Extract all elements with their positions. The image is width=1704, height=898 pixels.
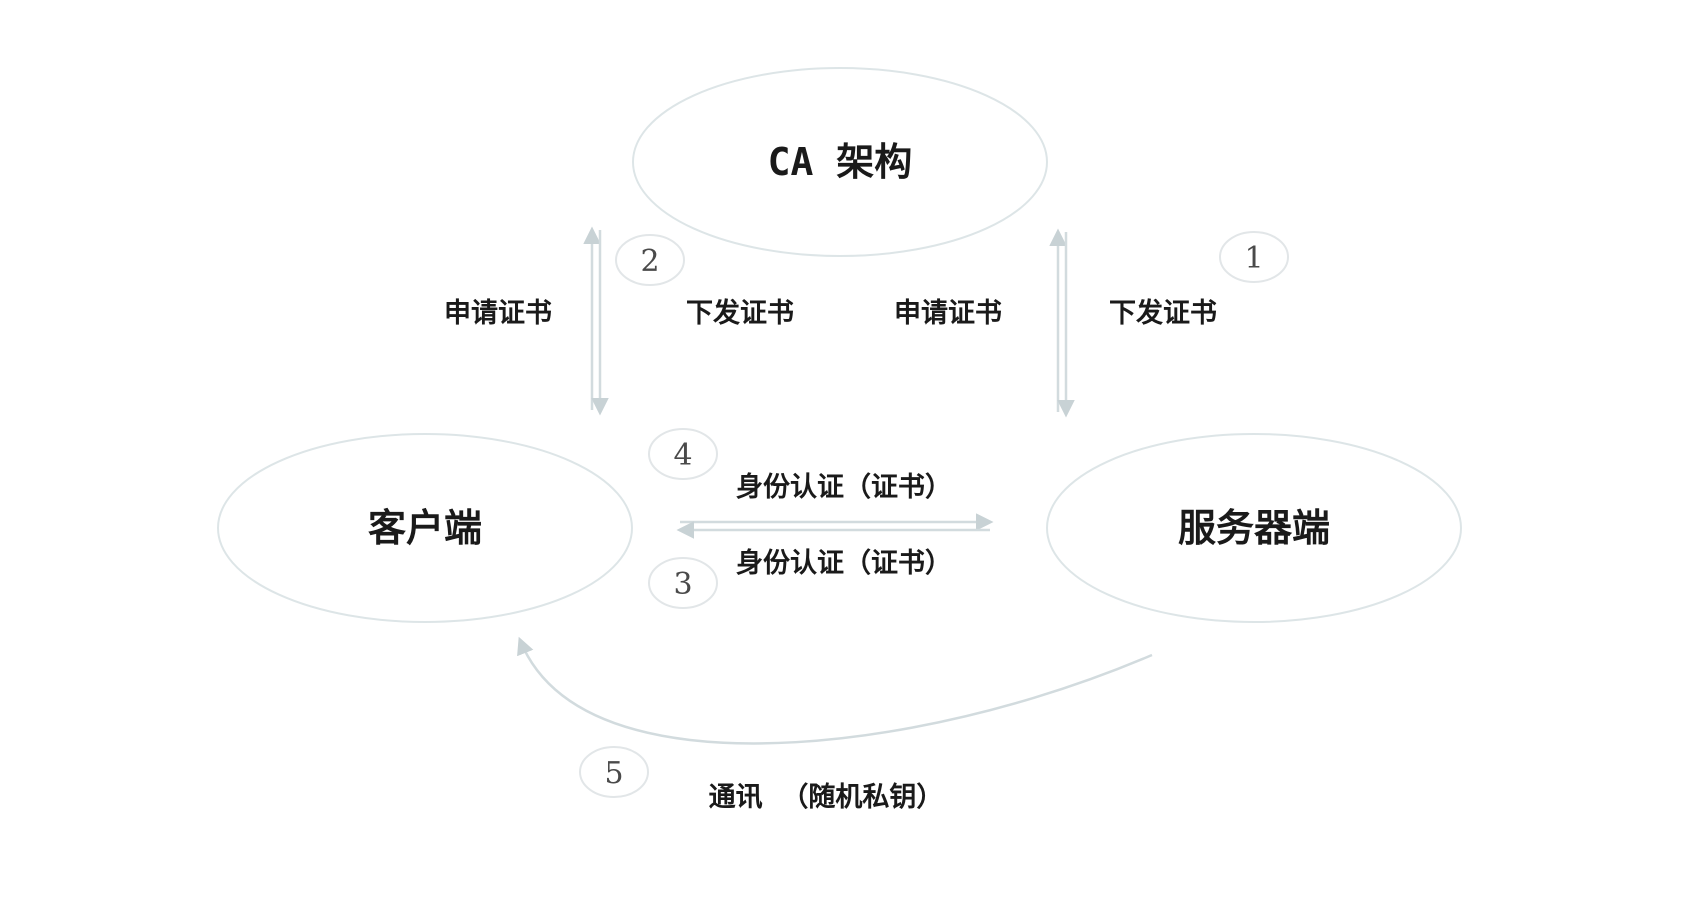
client-label: 客户端 xyxy=(368,506,482,550)
step-badge-3-circle xyxy=(648,557,718,609)
client-ellipse xyxy=(217,433,633,623)
step-badge-5-circle xyxy=(579,746,649,798)
server-label: 服务器端 xyxy=(1178,506,1330,550)
auth-lower-label: 身份认证（证书） xyxy=(736,547,952,579)
step-badge-2: 2 xyxy=(615,234,685,286)
communication-label: 通讯 （随机私钥） xyxy=(709,782,944,813)
server-ellipse xyxy=(1046,433,1462,623)
step-badge-4: 4 xyxy=(648,428,718,480)
client-node: 客户端 xyxy=(217,433,633,623)
client-issue-label: 下发证书 xyxy=(686,297,794,329)
ca-label: CA 架构 xyxy=(768,140,913,184)
step-badge-1: 1 xyxy=(1219,231,1289,283)
ca-node: CA 架构 xyxy=(632,67,1048,257)
step-badge-5-label: 5 xyxy=(604,756,623,791)
client-apply-label: 申请证书 xyxy=(444,298,552,329)
step-badge-1-circle xyxy=(1219,231,1289,283)
step-badge-2-label: 2 xyxy=(640,244,659,279)
ca-ellipse xyxy=(632,67,1048,257)
step-badge-3-label: 3 xyxy=(673,567,692,602)
communication-curve-arrow xyxy=(517,636,1153,745)
step-badge-1-label: 1 xyxy=(1244,241,1263,276)
server-node: 服务器端 xyxy=(1046,433,1462,623)
step-badge-4-circle xyxy=(648,428,718,480)
step-badge-5: 5 xyxy=(579,746,649,798)
step-badge-4-label: 4 xyxy=(673,438,692,473)
step-badge-2-circle xyxy=(615,234,685,286)
server-apply-label: 申请证书 xyxy=(894,298,1002,329)
server-issue-label: 下发证书 xyxy=(1109,297,1217,329)
step-badge-3: 3 xyxy=(648,557,718,609)
auth-upper-label: 身份认证（证书） xyxy=(736,471,952,503)
